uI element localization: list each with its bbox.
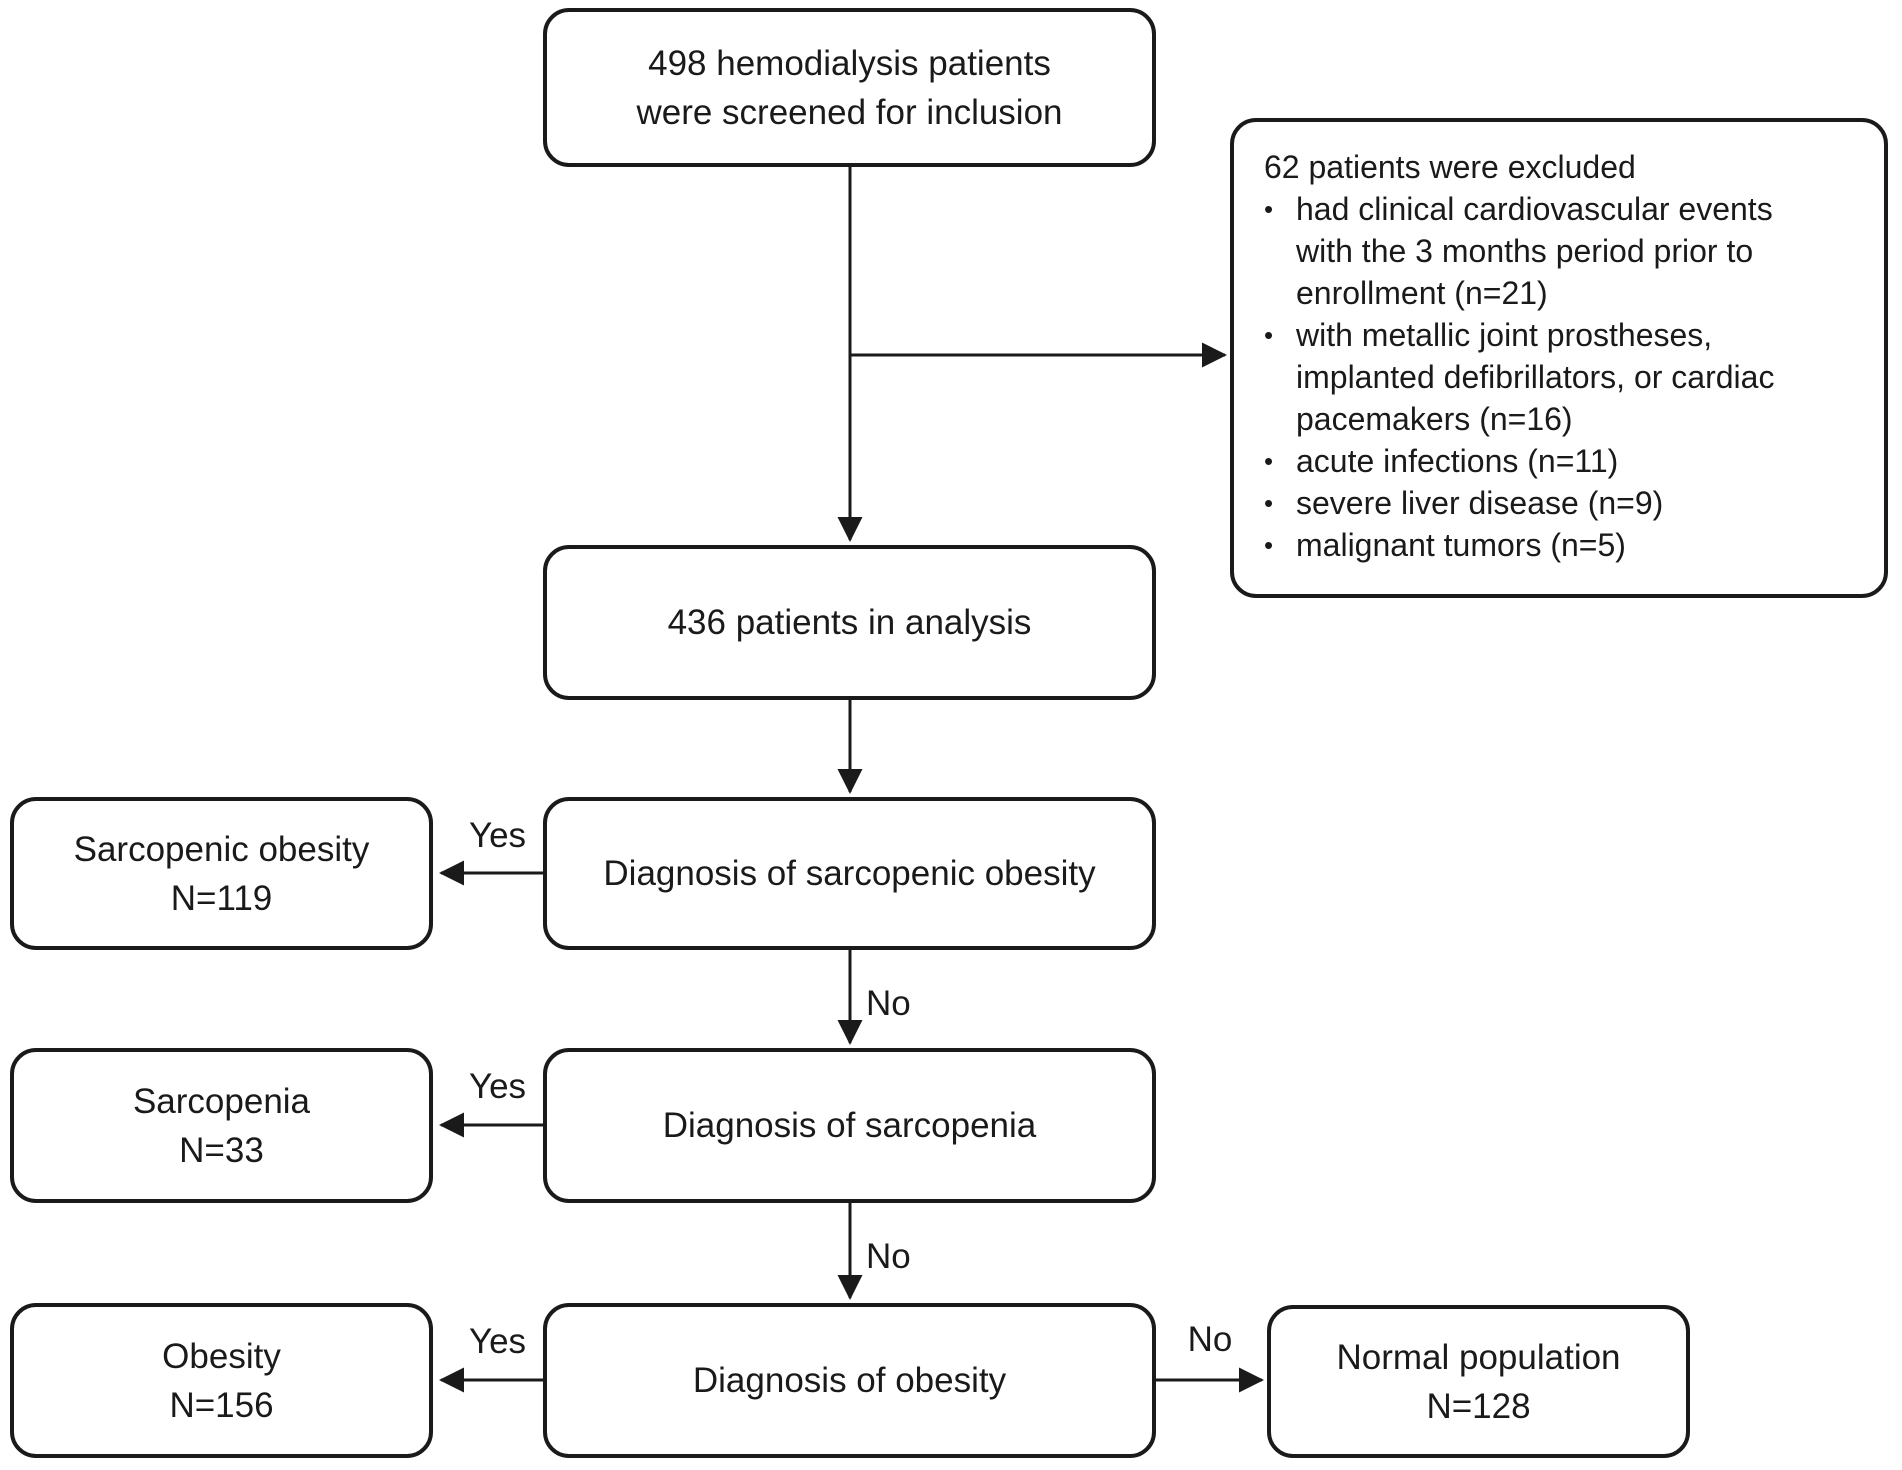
bullet-icon: • (1264, 446, 1274, 476)
exclusion-item-text: malignant tumors (n=5) (1296, 527, 1626, 563)
diagnosis-sarcopenic-obesity-box: Diagnosis of sarcopenic obesity (543, 797, 1156, 950)
screened-label: 498 hemodialysis patients were screened … (636, 43, 1063, 132)
sarcopenic-obesity-outcome-label: Sarcopenic obesity N=119 (73, 829, 370, 918)
excluded-box: 62 patients were excluded • had clinical… (1230, 118, 1888, 598)
no-label-sarcopenic-obesity: No (866, 984, 911, 1023)
diagnosis-sarcopenia-box: Diagnosis of sarcopenia (543, 1048, 1156, 1203)
diagnosis-sarcopenia-label: Diagnosis of sarcopenia (662, 1106, 1037, 1145)
yes-label-sarcopenic-obesity: Yes (468, 816, 527, 855)
diagnosis-obesity-label: Diagnosis of obesity (692, 1361, 1007, 1400)
bullet-icon: • (1264, 488, 1274, 518)
bullet-icon: • (1264, 320, 1274, 350)
analysis-box: 436 patients in analysis (543, 545, 1156, 700)
analysis-label: 436 patients in analysis (667, 603, 1032, 642)
bullet-icon: • (1264, 530, 1274, 560)
yes-label-obesity: Yes (468, 1322, 527, 1361)
no-label-sarcopenia: No (866, 1237, 911, 1276)
exclusion-item-text: severe liver disease (n=9) (1296, 485, 1664, 521)
diagnosis-obesity-box: Diagnosis of obesity (543, 1303, 1156, 1458)
exclusion-item: • with metallic joint prostheses, implan… (1264, 314, 1876, 440)
diagnosis-sarcopenic-obesity-label: Diagnosis of sarcopenic obesity (603, 854, 1096, 893)
exclusion-item: • acute infections (n=11) (1264, 440, 1876, 482)
sarcopenia-outcome-box: Sarcopenia N=33 (10, 1048, 433, 1203)
normal-population-box: Normal population N=128 (1267, 1305, 1690, 1458)
exclusion-item: • severe liver disease (n=9) (1264, 482, 1876, 524)
yes-label-sarcopenia: Yes (468, 1067, 527, 1106)
normal-population-label: Normal population N=128 (1336, 1337, 1621, 1426)
exclusion-item-text: acute infections (n=11) (1296, 443, 1619, 479)
exclusion-item: • malignant tumors (n=5) (1264, 524, 1876, 566)
bullet-icon: • (1264, 194, 1274, 224)
exclusion-item-text: with metallic joint prostheses, implante… (1296, 317, 1775, 437)
excluded-title: 62 patients were excluded (1264, 149, 1636, 185)
exclusion-item-text: had clinical cardiovascular events with … (1296, 191, 1773, 311)
screened-box: 498 hemodialysis patients were screened … (543, 8, 1156, 167)
obesity-outcome-label: Obesity N=156 (162, 1336, 281, 1425)
obesity-outcome-box: Obesity N=156 (10, 1303, 433, 1458)
sarcopenia-outcome-label: Sarcopenia N=33 (132, 1081, 311, 1170)
exclusion-item: • had clinical cardiovascular events wit… (1264, 188, 1876, 314)
no-label-obesity: No (1187, 1320, 1233, 1359)
excluded-list: • had clinical cardiovascular events wit… (1264, 188, 1876, 566)
sarcopenic-obesity-outcome-box: Sarcopenic obesity N=119 (10, 797, 433, 950)
